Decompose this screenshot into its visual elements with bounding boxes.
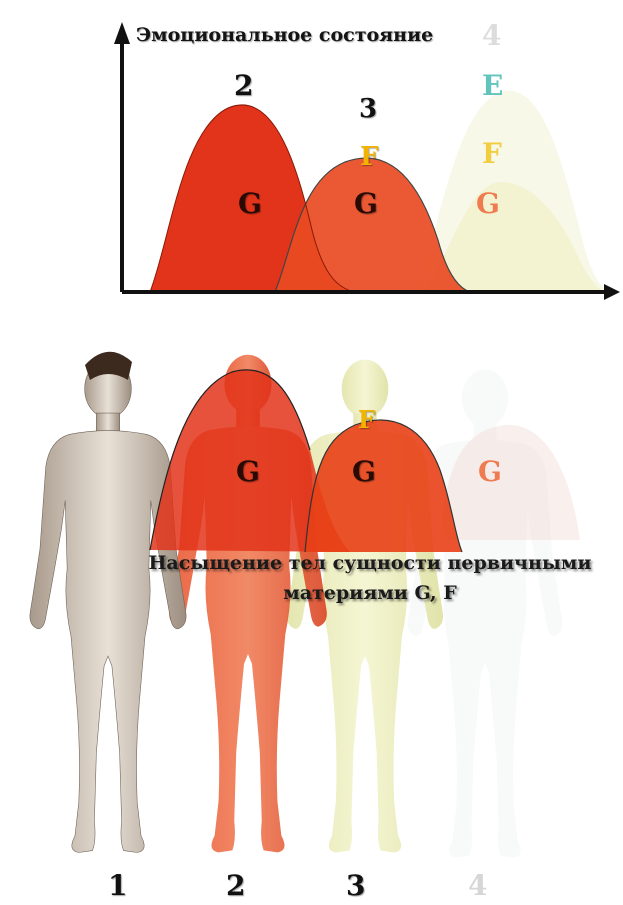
figures-caption: Насыщение тел сущности первичными матери… <box>120 548 620 608</box>
peak-4-letter-g: G <box>476 190 500 218</box>
figure-number-3: 3 <box>346 872 365 900</box>
peak-3-number: 3 <box>359 96 377 122</box>
peak-2-letter-g: G <box>238 190 262 218</box>
peak-4-letter-f: F <box>482 140 502 168</box>
peak-4-number: 4 <box>482 22 501 50</box>
figure-3-letter-f: F <box>358 408 375 432</box>
figure-number-1: 1 <box>108 872 127 900</box>
x-axis-arrow <box>604 284 620 300</box>
caption-line-1: Насыщение тел сущности первичными <box>120 548 620 578</box>
figure-number-4: 4 <box>468 872 487 900</box>
figure-3-letter-g: G <box>352 458 376 486</box>
figure-number-2: 2 <box>226 872 245 900</box>
figure-4-letter-g: G <box>478 458 502 486</box>
peak-3-letter-f: F <box>360 144 378 170</box>
peak-4-letter-e: E <box>482 72 503 100</box>
peak-2-number: 2 <box>234 72 253 100</box>
figure-2-letter-g: G <box>236 458 260 486</box>
caption-line-2: материями G, F <box>120 578 620 608</box>
chart-title: Эмоциональное состояние <box>136 24 433 46</box>
peak-3-letter-g: G <box>354 190 378 218</box>
y-axis-arrow <box>114 22 130 44</box>
